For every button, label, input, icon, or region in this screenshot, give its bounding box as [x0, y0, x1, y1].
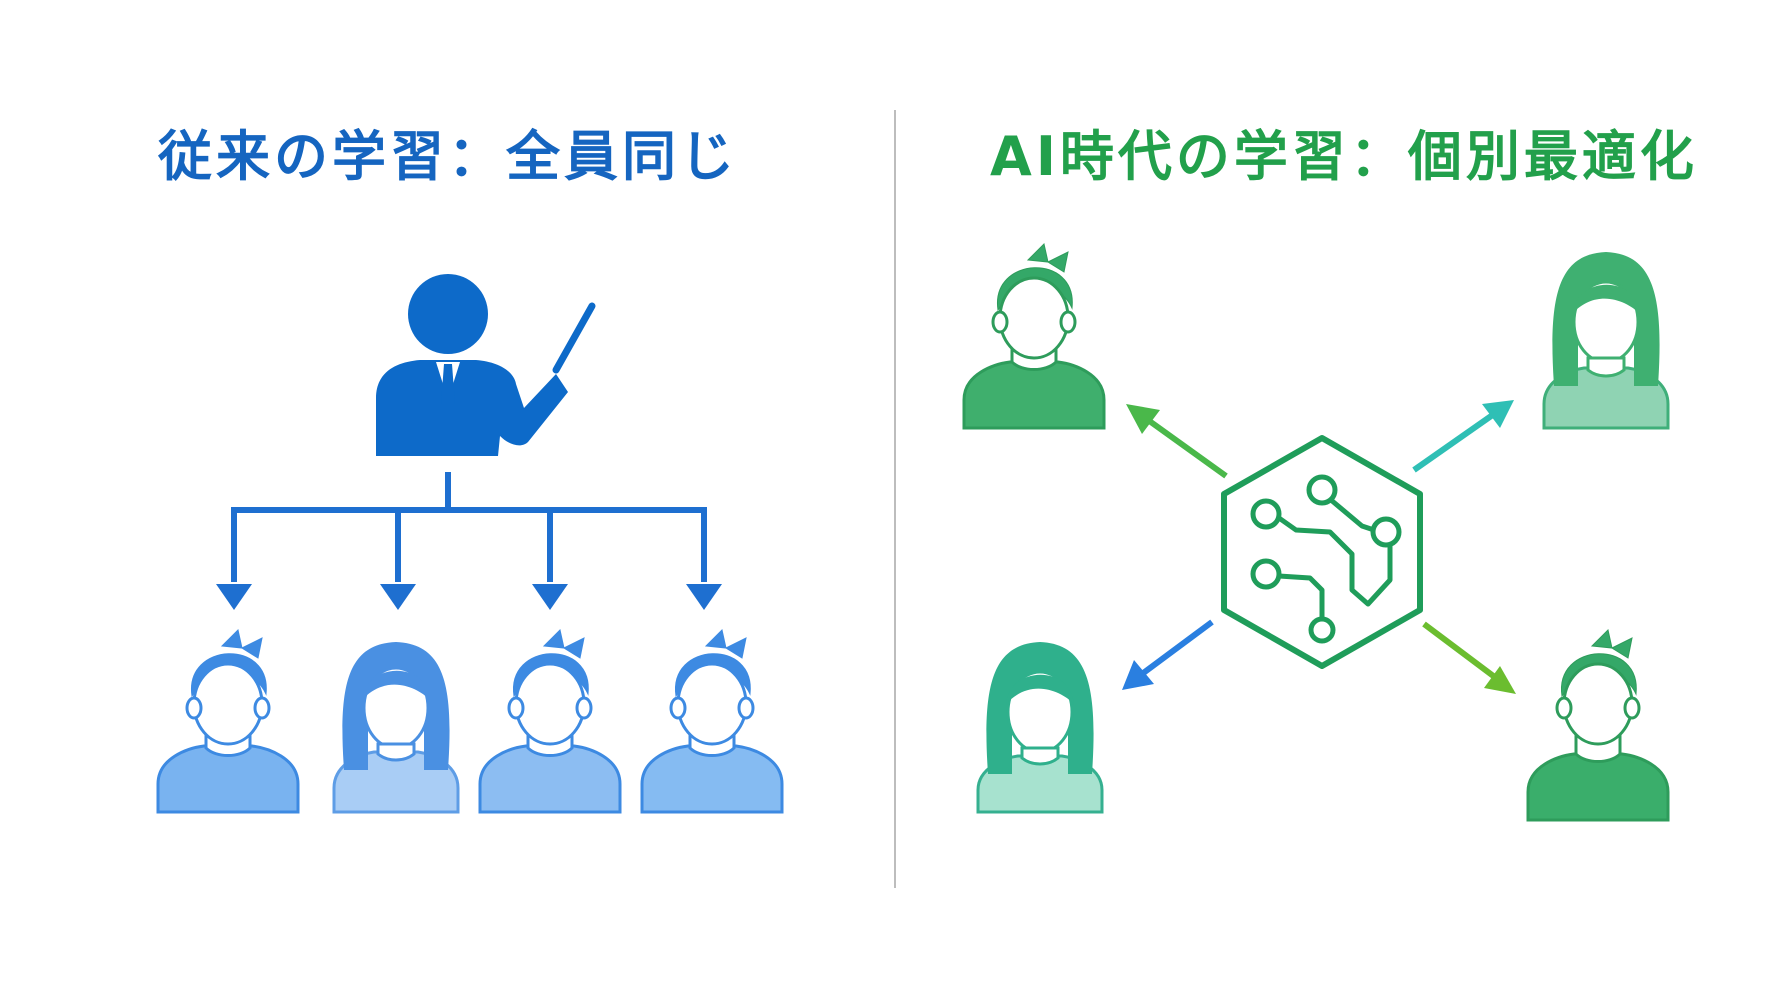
down-arrow-icon	[216, 584, 252, 610]
arrow-head-icon	[1122, 660, 1154, 690]
arrow-to-learner-top-left	[1126, 404, 1228, 479]
center-divider	[894, 110, 896, 888]
ai-circuit-hexagon-icon	[1221, 435, 1423, 669]
learner-boy-icon	[1526, 628, 1670, 822]
down-arrow-icon	[686, 584, 722, 610]
arrow-head-icon	[1482, 400, 1514, 428]
learner-girl-icon	[976, 642, 1104, 814]
arrow-to-learner-bottom-left	[1122, 619, 1214, 690]
arrow-to-learner-top-right	[1412, 400, 1514, 473]
arrow-to-learner-bottom-right	[1422, 621, 1516, 694]
student-boy-icon	[640, 628, 784, 814]
student-boy-icon	[478, 628, 622, 814]
left-title: 従来の学習：全員同じ	[158, 125, 738, 188]
arrow-head-icon	[1484, 666, 1516, 694]
broadcast-connector	[231, 472, 707, 582]
down-arrow-heads	[216, 584, 722, 610]
down-arrow-icon	[380, 584, 416, 610]
student-boy-icon	[156, 628, 300, 814]
teacher-icon	[376, 274, 596, 456]
learner-girl-icon	[1542, 252, 1670, 430]
right-title: AI時代の学習：個別最適化	[990, 125, 1698, 188]
down-arrow-icon	[532, 584, 568, 610]
learner-boy-icon	[962, 242, 1106, 430]
student-girl-icon	[332, 642, 460, 814]
arrow-head-icon	[1126, 404, 1160, 434]
